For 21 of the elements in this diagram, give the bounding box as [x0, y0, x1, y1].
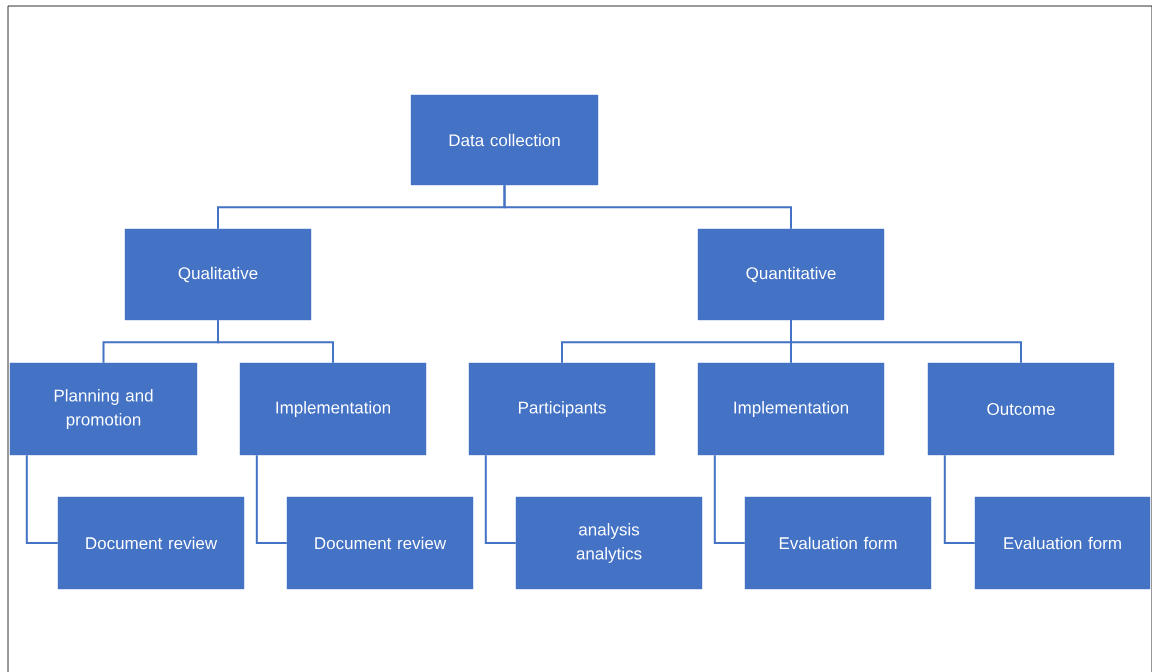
connector — [943, 454, 976, 544]
connector — [217, 319, 334, 364]
connector — [25, 454, 59, 544]
box: Participants — [468, 362, 656, 456]
box: Implementation — [239, 362, 427, 456]
connector — [790, 319, 1022, 364]
box: Quantitative — [697, 228, 885, 321]
box: analysis analytics — [515, 496, 703, 590]
box: Data collection — [410, 94, 599, 186]
connector — [255, 454, 288, 544]
box: Evaluation form — [744, 496, 932, 590]
box: Implementation — [697, 362, 885, 456]
box: Document review — [57, 496, 245, 590]
box: Evaluation form — [974, 496, 1151, 590]
connector — [503, 184, 792, 230]
connector — [484, 454, 517, 544]
box: Document review — [286, 496, 474, 590]
box: Qualitative — [124, 228, 312, 321]
box: Planning and promotion — [9, 362, 198, 456]
box: Outcome — [927, 362, 1115, 456]
connector — [713, 454, 746, 544]
